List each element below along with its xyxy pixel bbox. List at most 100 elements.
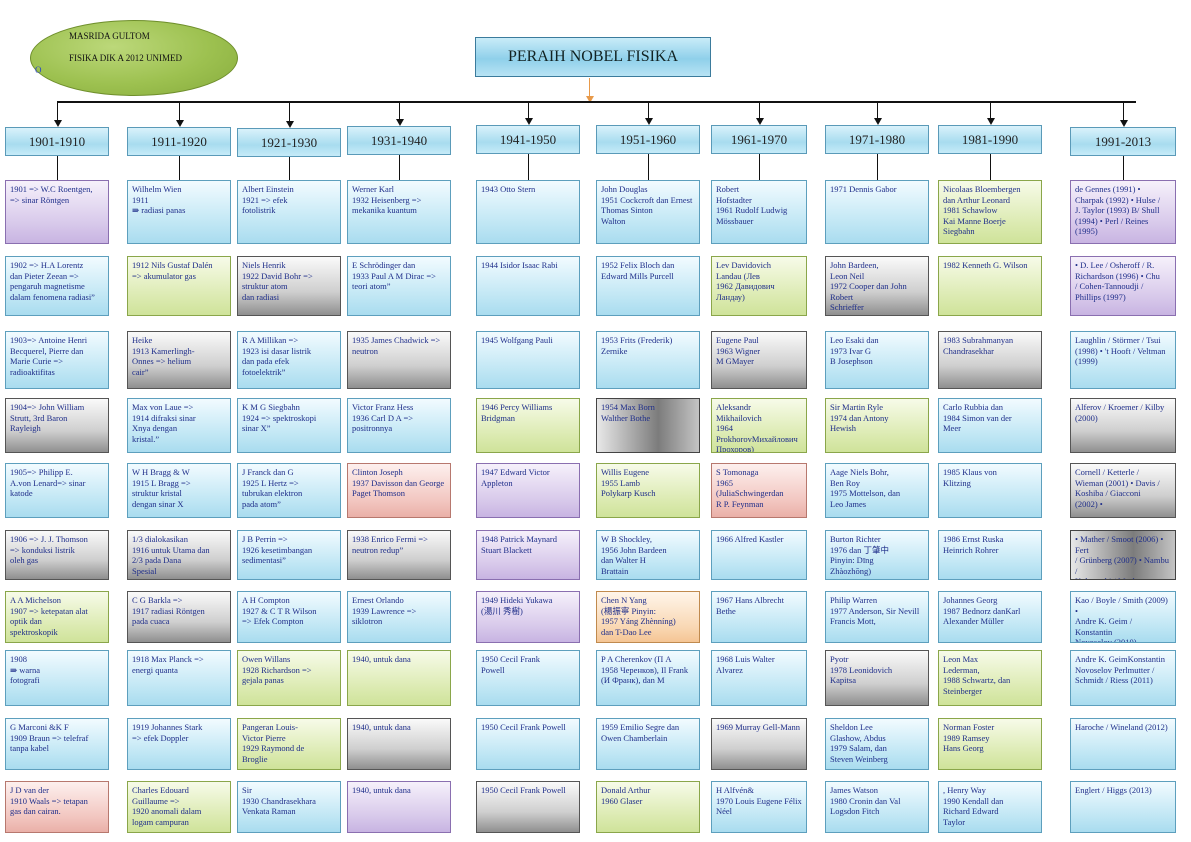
- page-title: PERAIH NOBEL FISIKA: [475, 37, 711, 77]
- decade-header: 1991-2013: [1070, 127, 1176, 156]
- header-connector: [57, 156, 58, 180]
- laureate-cell: 1945 Wolfgang Pauli: [476, 331, 580, 389]
- decade-header: 1941-1950: [476, 125, 580, 154]
- laureate-cell: 1906 => J. J. Thomson=> konduksi listrik…: [5, 530, 109, 580]
- decade-header: 1971-1980: [825, 125, 929, 154]
- connector-arrow: [986, 118, 995, 125]
- laureate-cell: 1943 Otto Stern: [476, 180, 580, 244]
- laureate-cell: 1949 Hideki Yukawa(湯川 秀樹): [476, 591, 580, 643]
- connector-drop: [877, 102, 878, 119]
- connector-arrow: [524, 118, 533, 125]
- laureate-cell: 1971 Dennis Gabor: [825, 180, 929, 244]
- laureate-cell: de Gennes (1991) •Charpak (1992) • Hulse…: [1070, 180, 1176, 244]
- connector-arrow: [53, 120, 62, 127]
- laureate-cell: Kao / Boyle / Smith (2009) •Andre K. Gei…: [1070, 591, 1176, 643]
- laureate-cell: 1953 Frits (Frederik)Zernike: [596, 331, 700, 389]
- decade-header: 1931-1940: [347, 126, 451, 155]
- connector-arrow: [175, 120, 184, 127]
- header-connector: [289, 157, 290, 180]
- laureate-cell: Chen N Yang(楊振寧 Pinyin:1957 Yáng Zhènnín…: [596, 591, 700, 643]
- connector-arrow: [873, 118, 882, 125]
- laureate-cell: 1901 => W.C Roentgen,=> sinar Röntgen: [5, 180, 109, 244]
- title-arrow: [585, 96, 594, 103]
- connector-arrow: [644, 118, 653, 125]
- laureate-cell: 1969 Murray Gell-Mann: [711, 718, 807, 770]
- connector-drop: [399, 102, 400, 120]
- header-connector: [648, 154, 649, 180]
- laureate-cell: 1938 Enrico Fermi =>neutron redup”: [347, 530, 451, 580]
- laureate-cell: Cornell / Ketterle /Wieman (2001) • Davi…: [1070, 463, 1176, 518]
- header-connector: [990, 154, 991, 180]
- decade-header: 1961-1970: [711, 125, 807, 154]
- connector-arrow: [755, 118, 764, 125]
- connector-bus: [57, 101, 1136, 103]
- decade-header: 1911-1920: [127, 127, 231, 156]
- author-name: MASRIDA GULTOM: [69, 31, 150, 41]
- connector-arrow: [1119, 120, 1128, 127]
- connector-drop: [57, 102, 58, 121]
- connector-drop: [289, 102, 290, 122]
- laureate-cell: Englert / Higgs (2013): [1070, 781, 1176, 833]
- header-connector: [528, 154, 529, 180]
- laureate-cell: 1940, untuk dana: [347, 718, 451, 770]
- laureate-cell: Haroche / Wineland (2012): [1070, 718, 1176, 770]
- header-connector: [1123, 156, 1124, 180]
- connector-drop: [179, 102, 180, 121]
- laureate-cell: Alferov / Kroemer / Kilby(2000): [1070, 398, 1176, 453]
- connector-arrow: [395, 119, 404, 126]
- laureate-cell: 1950 Cecil Frank Powell: [476, 781, 580, 833]
- connector-drop: [990, 102, 991, 119]
- decade-header: 1951-1960: [596, 125, 700, 154]
- connector-arrow: [285, 121, 294, 128]
- decade-header: 1981-1990: [938, 125, 1042, 154]
- laureate-cell: 1940, untuk dana: [347, 650, 451, 706]
- header-connector: [179, 156, 180, 180]
- laureate-cell: 1950 Cecil Frank Powell: [476, 718, 580, 770]
- laureate-cell: • Mather / Smoot (2006) • Fert/ Grünberg…: [1070, 530, 1176, 580]
- author-class: FISIKA DIK A 2012 UNIMED: [69, 53, 183, 63]
- laureate-cell: 1918 Max Planck =>energi quanta: [127, 650, 231, 706]
- connector-drop: [759, 102, 760, 119]
- laureate-cell: 1966 Alfred Kastler: [711, 530, 807, 580]
- header-connector: [399, 155, 400, 180]
- connector-drop: [1123, 102, 1124, 121]
